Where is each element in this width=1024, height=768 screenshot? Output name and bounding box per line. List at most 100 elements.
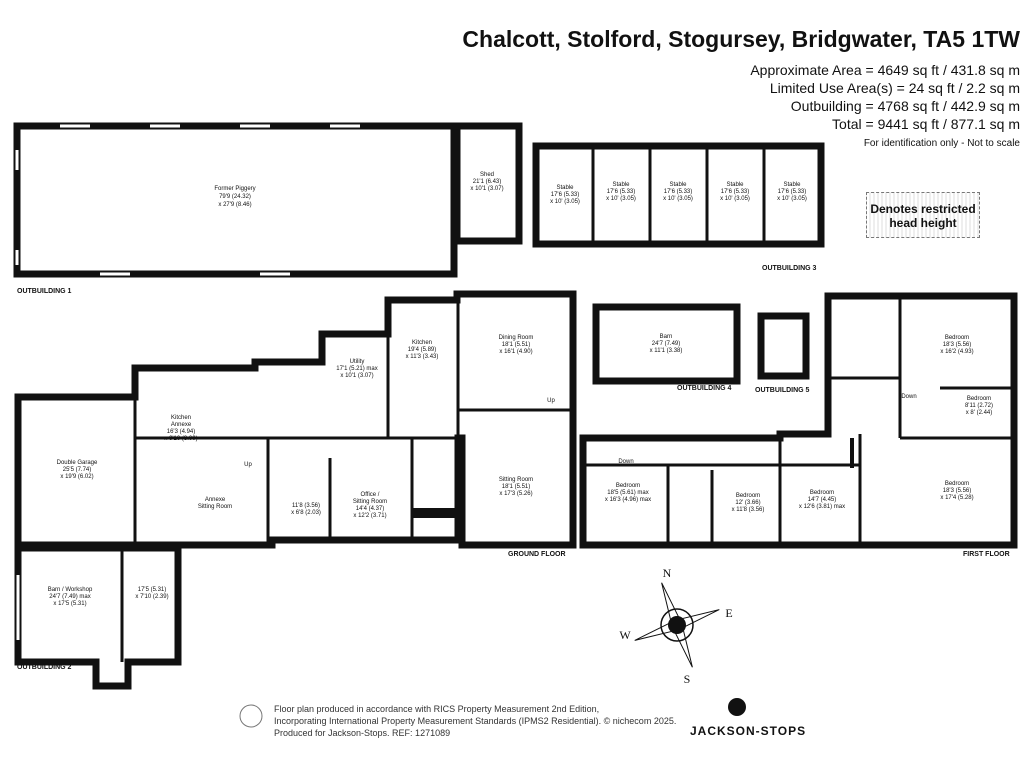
barn-dim2: x 11'1 (3.38) xyxy=(650,348,683,354)
stable-3-name: Stable xyxy=(669,182,687,188)
double-garage-dim1: 25'5 (7.74) xyxy=(63,467,92,473)
footer-line-3: Produced for Jackson-Stops. REF: 1271089 xyxy=(274,728,451,738)
barn-walls xyxy=(592,303,741,385)
compass-n: N xyxy=(663,566,672,580)
outbuilding-5-label: OUTBUILDING 5 xyxy=(755,387,810,394)
annexe-sitting-name: Annexe xyxy=(205,497,226,503)
bedroom-1-name: Bedroom xyxy=(616,483,640,489)
stable-5-dim2: x 10' (3.05) xyxy=(777,196,807,202)
bedroom-5-dim1: 18'3 (5.56) xyxy=(943,342,972,348)
outbuilding-3: Stable 17'6 (5.33) x 10' (3.05) Stable 1… xyxy=(532,142,825,272)
ground-floor-outline xyxy=(14,290,577,549)
office-name: Office / xyxy=(361,492,380,498)
former-piggery-dim2: x 27'9 (8.46) xyxy=(218,202,251,208)
bedroom-3-name: Bedroom xyxy=(810,490,834,496)
office-dim1: 14'4 (4.37) xyxy=(356,506,385,512)
footer-line-2: Incorporating International Property Mea… xyxy=(274,716,677,726)
double-garage: Double Garage 25'5 (7.74) x 19'9 (6.02) xyxy=(57,460,98,480)
person-icon xyxy=(239,704,263,728)
dining-room: Dining Room 18'1 (5.51) x 16'1 (4.90) xyxy=(499,335,534,355)
utility: Utility 17'1 (5.21) max x 10'1 (3.07) xyxy=(336,359,378,379)
outbuilding-2: Barn / Workshop 24'7 (7.49) max x 17'5 (… xyxy=(14,544,182,690)
stable-1-name: Stable xyxy=(556,185,574,191)
kitchen-annexe-dim2: x 9'10 (3.00) xyxy=(164,436,197,442)
ob2-store-dim1: 17'5 (5.31) xyxy=(138,587,167,593)
small-room: 11'8 (3.56) x 6'8 (2.03) xyxy=(291,503,321,516)
bedroom-2-dim2: x 11'8 (3.56) xyxy=(732,507,765,513)
bedroom-5-dim2: x 16'2 (4.93) xyxy=(940,349,973,355)
former-piggery-name: Former Piggery xyxy=(214,186,255,192)
office-dim2: x 12'2 (3.71) xyxy=(353,513,386,519)
first-floor-outline xyxy=(579,292,1018,549)
bedroom-3-dim1: 14'7 (4.45) xyxy=(808,497,837,503)
kitchen-annexe-name: Kitchen xyxy=(171,415,191,421)
kitchen-dim1: 19'4 (5.89) xyxy=(408,347,437,353)
outbuilding-3-label: OUTBUILDING 3 xyxy=(762,265,817,272)
first-floor-label: FIRST FLOOR xyxy=(963,551,1010,558)
bedroom-6: Bedroom 8'11 (2.72) x 8' (2.44) xyxy=(965,396,993,416)
sitting-name: Sitting Room xyxy=(499,477,533,483)
footer-line-1: Floor plan produced in accordance with R… xyxy=(274,704,600,714)
bedroom-1: Bedroom 18'5 (5.61) max x 16'3 (4.96) ma… xyxy=(605,483,651,503)
stable-2-name: Stable xyxy=(612,182,630,188)
compass-logo-icon xyxy=(668,616,686,634)
barn-workshop-dim1: 24'7 (7.49) max xyxy=(49,594,91,600)
outbuilding-1-label: OUTBUILDING 1 xyxy=(17,288,72,295)
shed-walls xyxy=(453,122,523,245)
stable-3-dim1: 17'6 (5.33) xyxy=(664,189,693,195)
stable-1-dim1: 17'6 (5.33) xyxy=(551,192,580,198)
stable-2-dim1: 17'6 (5.33) xyxy=(607,189,636,195)
bedroom-6-dim2: x 8' (2.44) xyxy=(966,410,993,416)
stable-4-name: Stable xyxy=(726,182,744,188)
small-room-dim2: x 6'8 (2.03) xyxy=(291,510,321,516)
landing-down-marker: Down xyxy=(901,394,916,400)
bedroom-3: Bedroom 14'7 (4.45) x 12'6 (3.81) max xyxy=(799,490,845,510)
annexe-up-marker: Up xyxy=(244,462,252,468)
stable-2: Stable 17'6 (5.33) x 10' (3.05) xyxy=(606,182,636,202)
compass-rose: N E S W xyxy=(619,566,732,686)
kitchen-name: Kitchen xyxy=(412,340,432,346)
bedroom-1-dim2: x 16'3 (4.96) max xyxy=(605,497,651,503)
utility-name: Utility xyxy=(350,359,365,365)
limited-use-area: Limited Use Area(s) = 24 sq ft / 2.2 sq … xyxy=(769,80,1020,96)
stable-2-dim2: x 10' (3.05) xyxy=(606,196,636,202)
stable-1: Stable 17'6 (5.33) x 10' (3.05) xyxy=(550,185,580,205)
outbuilding-4-label: OUTBUILDING 4 xyxy=(677,385,732,392)
dining-dim1: 18'1 (5.51) xyxy=(502,342,531,348)
outbuilding-5-walls xyxy=(757,312,810,380)
double-garage-name: Double Garage xyxy=(57,460,98,466)
barn-workshop-name: Barn / Workshop xyxy=(48,587,93,593)
sitting-dim2: x 17'3 (5.26) xyxy=(499,491,532,497)
footer-note: Floor plan produced in accordance with R… xyxy=(274,703,676,739)
stable-1-dim2: x 10' (3.05) xyxy=(550,199,580,205)
outbuilding-2-outline xyxy=(14,544,182,690)
outbuilding-2-label: OUTBUILDING 2 xyxy=(17,664,72,671)
kitchen-annexe-dim1: 16'3 (4.94) xyxy=(167,429,196,435)
bedroom-6-name: Bedroom xyxy=(967,396,991,402)
compass-w: W xyxy=(619,628,631,642)
stables-walls xyxy=(532,142,825,248)
dining-dim2: x 16'1 (4.90) xyxy=(499,349,532,355)
bedroom-3-dim2: x 12'6 (3.81) max xyxy=(799,504,845,510)
stable-4-dim2: x 10' (3.05) xyxy=(720,196,750,202)
office-sitting-room: Office / Sitting Room 14'4 (4.37) x 12'2… xyxy=(353,492,387,519)
outbuilding-1: Former Piggery 79'9 (24.32) x 27'9 (8.46… xyxy=(13,122,523,295)
stable-5-name: Stable xyxy=(783,182,801,188)
kitchen-annexe: Kitchen Annexe 16'3 (4.94) x 9'10 (3.00) xyxy=(164,415,197,442)
utility-dim1: 17'1 (5.21) max xyxy=(336,366,378,372)
sitting-room: Sitting Room 18'1 (5.51) x 17'3 (5.26) xyxy=(499,477,533,497)
bedroom-6-dim1: 8'11 (2.72) xyxy=(965,403,993,409)
approximate-area: Approximate Area = 4649 sq ft / 431.8 sq… xyxy=(750,62,1020,78)
kitchen: Kitchen 19'4 (5.89) x 11'3 (3.43) xyxy=(406,340,439,360)
ground-floor-label: GROUND FLOOR xyxy=(508,551,566,558)
dining-name: Dining Room xyxy=(499,335,534,341)
double-garage-dim2: x 19'9 (6.02) xyxy=(60,474,93,480)
bedroom-4-dim1: 18'3 (5.56) xyxy=(943,488,972,494)
office-name2: Sitting Room xyxy=(353,499,387,505)
bedroom-2-dim1: 12' (3.66) xyxy=(735,500,760,506)
shed-dim1: 21'1 (6.43) xyxy=(473,179,502,185)
annexe-sitting-room: Annexe Sitting Room xyxy=(198,497,232,510)
barn-workshop-dim2: x 17'5 (5.31) xyxy=(53,601,86,607)
first-floor-down-marker: Down xyxy=(618,459,633,465)
shed-dim2: x 10'1 (3.07) xyxy=(470,186,503,192)
